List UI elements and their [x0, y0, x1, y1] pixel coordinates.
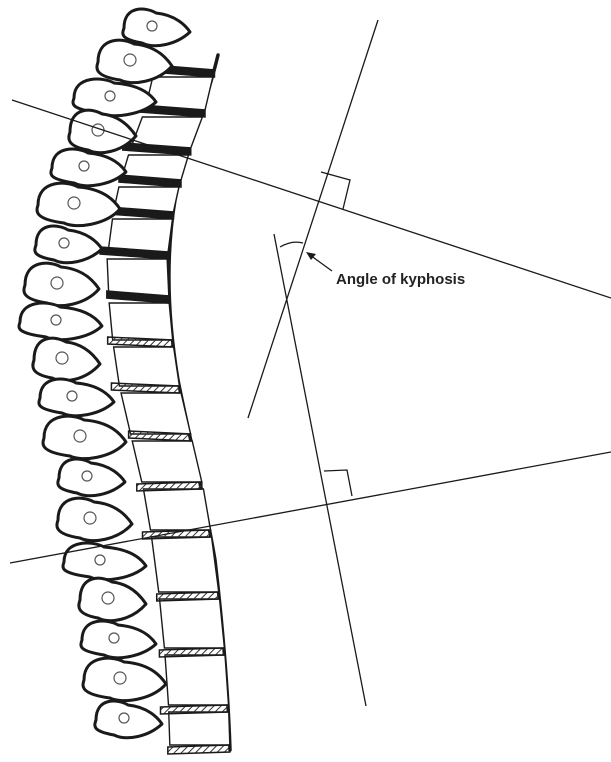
- vertebral-body: [152, 537, 219, 592]
- vertebral-body: [145, 77, 213, 110]
- vertebral-body: [165, 655, 229, 705]
- spinous-process: [69, 110, 136, 152]
- angle-of-kyphosis-label: Angle of kyphosis: [336, 271, 465, 288]
- spinous-process: [43, 416, 126, 458]
- vertebral-body: [107, 259, 169, 296]
- kyphosis-angle-arc: [280, 242, 303, 247]
- vertebral-body: [114, 347, 180, 386]
- vertebral-body: [160, 599, 225, 648]
- angle-pointer-line: [310, 255, 332, 271]
- intervertebral-disc: [157, 592, 219, 601]
- spinous-process: [83, 658, 166, 700]
- intervertebral-disc: [161, 705, 229, 714]
- intervertebral-disc: [159, 648, 224, 657]
- spinous-process: [33, 338, 100, 380]
- vertebral-body: [143, 489, 210, 530]
- upper-perpendicular-line: [248, 20, 378, 418]
- intervertebral-disc: [168, 745, 230, 754]
- spinous-process: [57, 498, 132, 540]
- spinous-process: [37, 183, 120, 225]
- intervertebral-disc: [143, 530, 211, 539]
- vertebral-body: [121, 393, 191, 434]
- vertebral-body: [109, 303, 173, 340]
- vertebral-body: [169, 712, 230, 745]
- lower-perpendicular-line: [274, 234, 366, 706]
- intervertebral-disc: [137, 482, 202, 491]
- spinous-process: [24, 263, 99, 305]
- lower-right-angle-marker: [324, 470, 352, 496]
- vertebral-body: [108, 219, 172, 252]
- spinous-process: [79, 578, 146, 620]
- vertebral-body: [132, 441, 202, 482]
